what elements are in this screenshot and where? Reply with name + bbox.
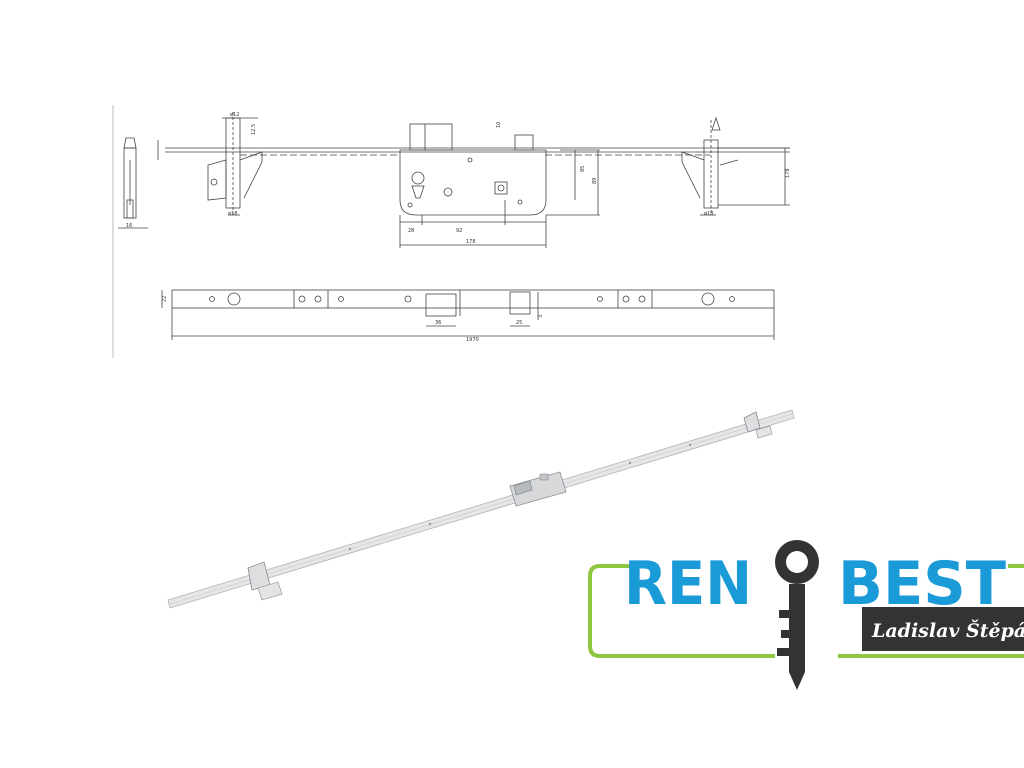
logo-signature: Ladislav Štěpán (871, 619, 1024, 642)
dim-latch-width: 36 (435, 320, 441, 326)
front-bar (161, 289, 775, 340)
dim-deadbolt-width: 25 (516, 320, 522, 326)
product-photo (167, 409, 795, 609)
dim-front-width: 16 (126, 223, 132, 229)
dim-case-height: 85 (580, 166, 586, 172)
dimension-labels: ø12 12.5 ø18 ø18 16 28 92 178 85 89 178 … (126, 112, 791, 343)
technical-drawing (118, 112, 790, 340)
logo-text-ren: REN (624, 549, 752, 619)
dim-case-depth: 89 (592, 178, 598, 184)
left-bolt (207, 112, 263, 216)
key-icon (775, 540, 819, 690)
right-bolt (681, 116, 790, 216)
dim-side-height: 178 (785, 168, 791, 178)
dim-bar-offset: 3 (538, 315, 544, 318)
dim-bolt-offset: 12.5 (251, 124, 257, 135)
dim-case-width: 178 (466, 239, 476, 245)
right-hook (743, 411, 761, 433)
signature-bar (862, 607, 1024, 651)
side-view (118, 137, 159, 229)
dim-total-length: 1970 (466, 337, 479, 343)
renobest-logo: REN BEST Ladislav Štěpán (588, 540, 1024, 690)
dim-bolt-diameter: ø12 (230, 112, 239, 118)
dim-backset: 28 (408, 228, 414, 234)
logo-frame (588, 564, 775, 658)
dim-bolt-base-right: ø18 (704, 211, 713, 217)
dim-bar-height: 22 (162, 296, 168, 302)
dim-bolt-base-left: ø18 (228, 211, 237, 217)
dim-distance: 92 (456, 228, 462, 234)
lock-case (399, 123, 600, 248)
dim-small-offset: 10 (496, 122, 502, 128)
